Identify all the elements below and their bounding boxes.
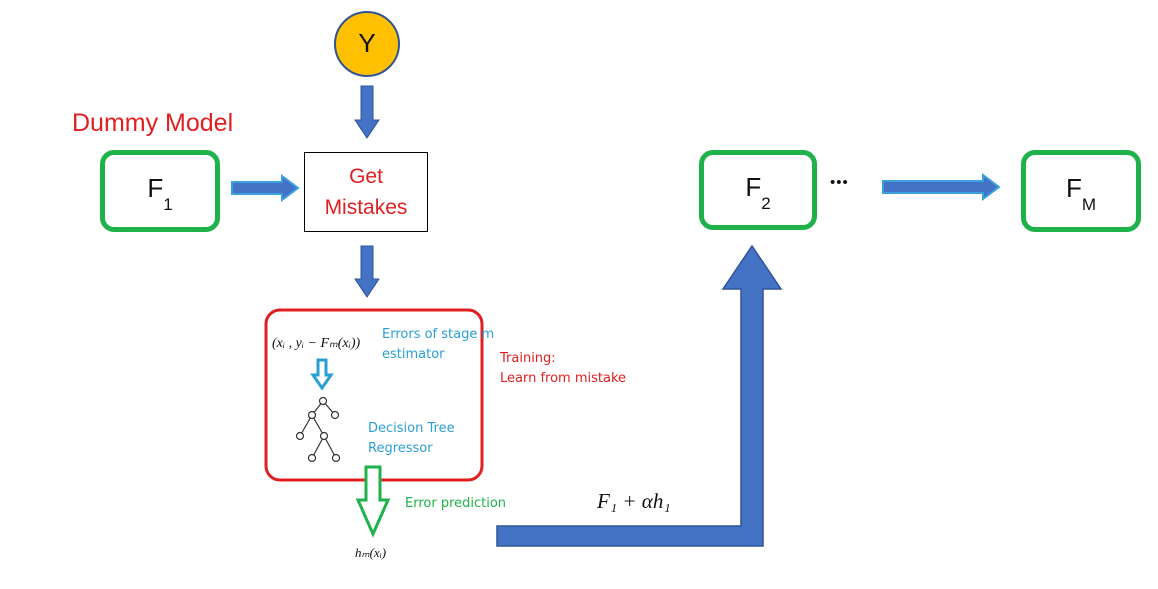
model-f1-label: F1 xyxy=(147,173,173,214)
tree-line2: Regressor xyxy=(368,441,433,456)
get-mistakes-line1: Get xyxy=(349,165,383,188)
get-mistakes-line2: Mistakes xyxy=(324,196,408,219)
model-fm-label: FM xyxy=(1065,173,1097,214)
ellipsis: ••• xyxy=(830,174,849,191)
errors-of-stage-label: Errors of stage m estimator xyxy=(382,325,494,365)
model-f1-box: F1 xyxy=(100,150,220,232)
model-f2-box: F2 xyxy=(699,150,817,230)
tree-line1: Decision Tree xyxy=(368,421,455,436)
training-note-line1: Training: xyxy=(500,351,556,366)
arrow-get-mistakes-to-training xyxy=(354,245,380,298)
prediction-formula: hₘ(xᵢ) xyxy=(355,545,387,560)
error-prediction-label: Error prediction xyxy=(405,496,507,511)
arrow-y-to-get-mistakes xyxy=(354,85,380,139)
training-note-line2: Learn from mistake xyxy=(500,371,627,386)
decision-tree-label: Decision Tree Regressor xyxy=(368,419,455,459)
hollow-arrow-residual-to-tree xyxy=(310,358,334,391)
y-node-circle xyxy=(334,11,400,77)
errors-line1: Errors of stage m xyxy=(382,327,495,342)
training-note: Training: Learn from mistake xyxy=(500,349,626,389)
errors-line2: estimator xyxy=(382,347,445,362)
y-node-label: Y xyxy=(358,28,376,58)
arrow-to-fm xyxy=(882,173,1001,201)
update-formula: F₁ + αh₁ xyxy=(597,489,671,513)
model-fm-box: FM xyxy=(1021,150,1141,232)
dummy-model-label: Dummy Model xyxy=(72,109,234,137)
residual-formula: (xᵢ , yᵢ − Fₘ(xᵢ)) xyxy=(272,336,361,351)
model-f2-label: F2 xyxy=(745,172,771,213)
get-mistakes-box: Get Mistakes xyxy=(304,152,428,232)
arrow-f1-to-get-mistakes xyxy=(231,174,300,202)
arrow-update-to-f2 xyxy=(496,244,783,547)
decision-tree-icon xyxy=(295,396,341,463)
hollow-arrow-error-prediction xyxy=(355,465,391,538)
